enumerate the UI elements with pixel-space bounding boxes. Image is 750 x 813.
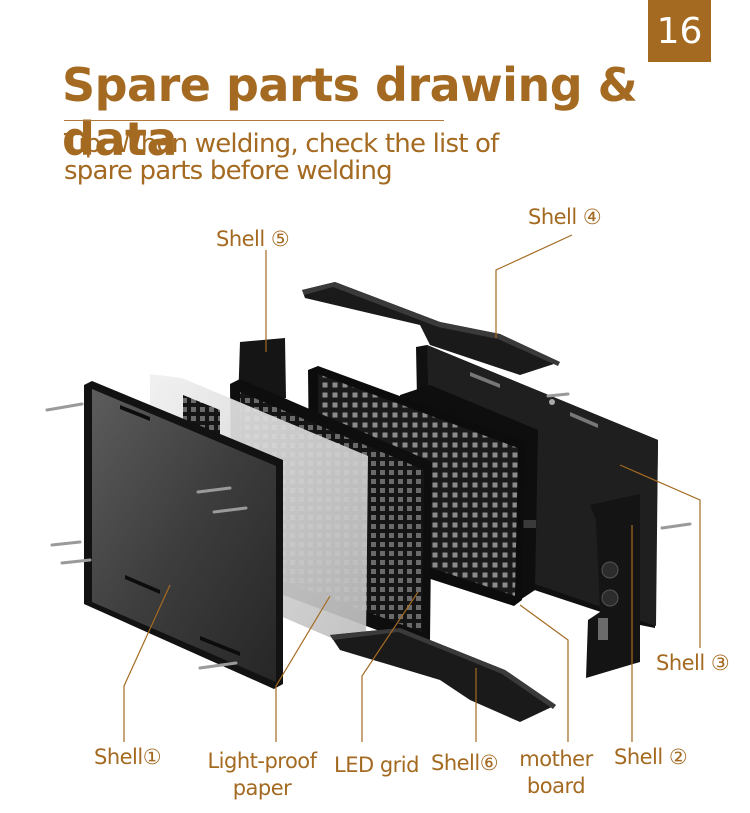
label-shell-2: Shell ② xyxy=(614,745,688,769)
label-light-proof-paper: Light-proof paper xyxy=(200,748,324,802)
label-light-proof-paper-line-1: Light-proof xyxy=(207,749,317,773)
shell-1-front-panel xyxy=(84,381,283,689)
label-shell-6: Shell⑥ xyxy=(431,751,499,775)
label-led-grid: LED grid xyxy=(334,753,419,777)
label-shell-5: Shell ⑤ xyxy=(216,227,290,251)
title-divider xyxy=(64,120,444,121)
page-title: Spare parts drawing & data xyxy=(62,58,638,166)
shell-6-plate xyxy=(330,628,556,722)
shell-4-plate xyxy=(302,282,560,375)
label-light-proof-paper-line-2: paper xyxy=(232,776,292,800)
label-mother-board: mother board xyxy=(514,746,598,800)
label-shell-3: Shell ③ xyxy=(656,651,730,675)
label-shell-1: Shell① xyxy=(94,745,162,769)
tip-line-1: Tip: When welding, check the list of xyxy=(64,129,499,159)
screws xyxy=(45,392,692,670)
label-shell-4: Shell ④ xyxy=(528,205,602,229)
tip-text: Tip: When welding, check the list of spa… xyxy=(64,131,584,185)
page-number-badge: 16 xyxy=(648,0,711,62)
leader-lines xyxy=(123,234,701,742)
shell-2-side-piece xyxy=(586,494,640,678)
tip-line-2: spare parts before welding xyxy=(64,156,393,186)
label-mother-board-line-1: mother xyxy=(519,747,593,771)
label-mother-board-line-2: board xyxy=(526,774,586,798)
